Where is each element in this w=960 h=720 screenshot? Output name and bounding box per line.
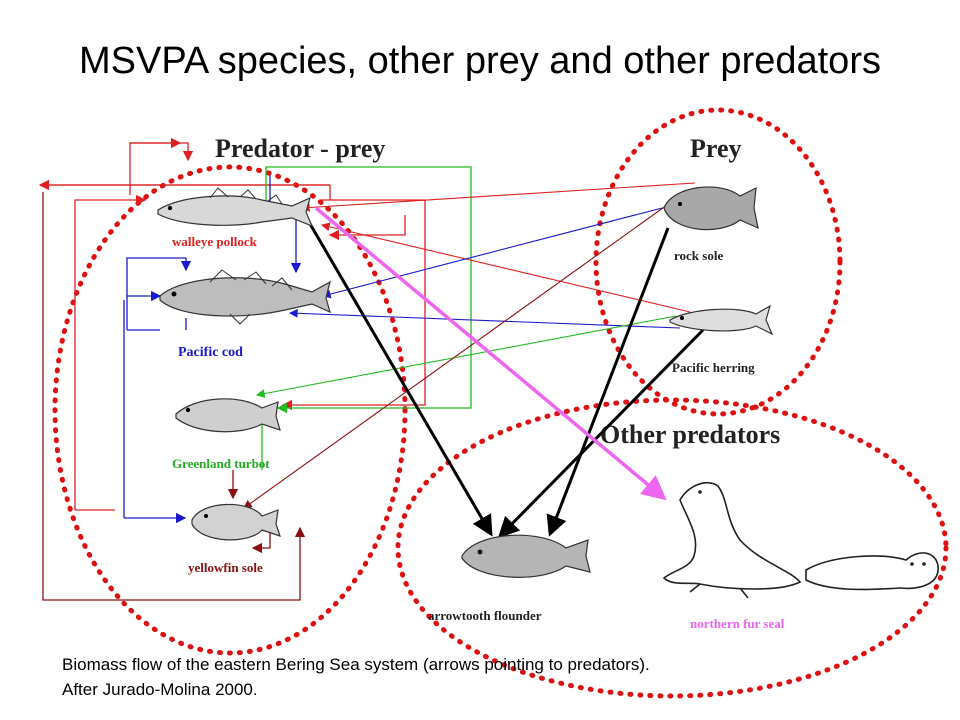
arrow-herring-to-pollock bbox=[320, 222, 691, 313]
arrow-rocksole-to-arrowtooth bbox=[546, 227, 670, 537]
blue-connectors bbox=[123, 175, 302, 524]
arrow-rocksole-to-cod bbox=[321, 207, 663, 299]
label-walleye-pollock: walleye pollock bbox=[172, 234, 258, 249]
yellowfin-sole-fish bbox=[191, 503, 281, 541]
label-rock-sole: rock sole bbox=[674, 248, 723, 263]
northern-fur-seal-illustration bbox=[662, 482, 939, 599]
arrow-herring-to-turbot bbox=[255, 315, 677, 398]
heading-prey: Prey bbox=[690, 134, 742, 163]
caption: Biomass flow of the eastern Bering Sea s… bbox=[62, 652, 650, 702]
slide-title: MSVPA species, other prey and other pred… bbox=[79, 40, 881, 82]
caption-line-2: After Jurado-Molina 2000. bbox=[62, 680, 258, 699]
heading-other-predators: Other predators bbox=[600, 420, 780, 449]
arrow-pollock-to-arrowtooth bbox=[304, 216, 493, 537]
arrow-pollock-to-furseal bbox=[314, 206, 667, 501]
heading-predator-prey: Predator - prey bbox=[215, 134, 385, 163]
greenland-turbot-fish bbox=[175, 398, 281, 433]
walleye-pollock-fish bbox=[157, 187, 314, 228]
label-northern-fur-seal: northern fur seal bbox=[690, 616, 785, 631]
arrowtooth-flounder-fish bbox=[461, 534, 591, 578]
caption-line-1: Biomass flow of the eastern Bering Sea s… bbox=[62, 655, 650, 674]
label-pacific-cod: Pacific cod bbox=[178, 345, 243, 360]
arrow-herring-to-arrowtooth bbox=[497, 328, 705, 539]
pacific-cod-fish bbox=[159, 269, 331, 325]
darkred-connectors bbox=[42, 192, 306, 601]
pacific-herring-fish bbox=[669, 304, 774, 336]
prey-group-ellipse bbox=[593, 107, 843, 417]
red-connectors bbox=[38, 137, 426, 511]
other-predators-group-ellipse bbox=[395, 397, 949, 699]
label-pacific-herring: Pacific herring bbox=[672, 360, 755, 375]
arrow-rocksole-to-yellowfin bbox=[243, 189, 689, 509]
label-arrowtooth-flounder: arrowtooth flounder bbox=[428, 608, 542, 623]
label-yellowfin-sole: yellowfin sole bbox=[188, 560, 263, 575]
green-connectors bbox=[261, 166, 472, 470]
arrow-rocksole-to-pollock bbox=[300, 182, 696, 212]
msvpa-group-ellipse bbox=[52, 164, 408, 656]
arrow-herring-to-cod bbox=[288, 308, 681, 329]
label-greenland-turbot: Greenland turbot bbox=[172, 456, 270, 471]
rock-sole-fish bbox=[663, 186, 759, 231]
